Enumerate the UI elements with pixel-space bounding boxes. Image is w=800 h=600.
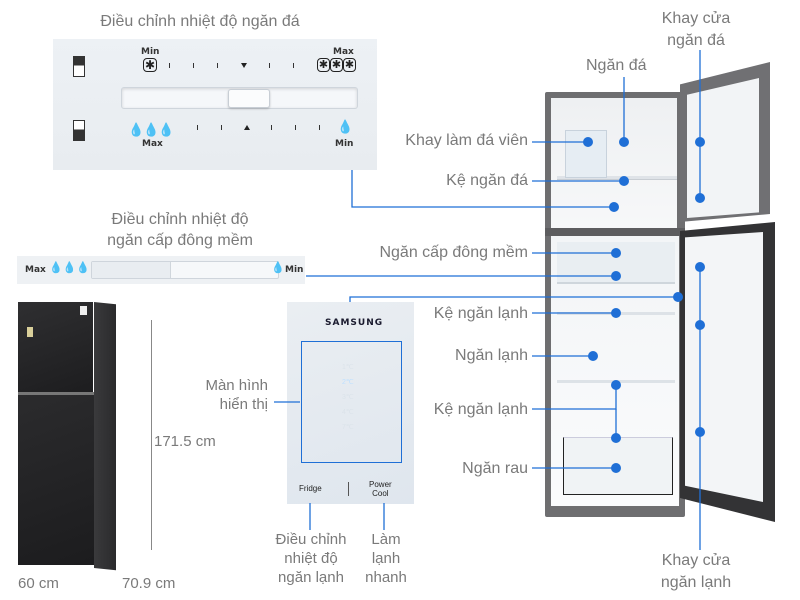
fridge-side — [94, 302, 116, 571]
soft-freeze-title-line2: ngăn cấp đông mềm — [107, 232, 253, 249]
water-drop-triple-icon: 💧💧💧 — [128, 122, 175, 137]
fridge-door-tray-line1: Khay cửa — [661, 552, 731, 569]
soft-freeze-min-label: Min — [285, 265, 304, 275]
freezer-door-tray-line2: ngăn đá — [667, 32, 725, 49]
fridge-max-label: Max — [142, 139, 163, 149]
fridge-exterior-image — [18, 302, 116, 576]
button-divider — [348, 482, 349, 496]
soft-freeze-title: Điều chỉnh nhiệt độ ngăn cấp đông mềm — [60, 209, 300, 251]
fridge-button[interactable]: Fridge — [299, 484, 322, 493]
freezer-shelf — [557, 176, 677, 180]
callout-crisper: Ngăn rau — [462, 460, 528, 477]
temp-2: 2℃ — [342, 379, 354, 386]
water-drop-icon: 💧 — [271, 262, 285, 274]
energy-label — [27, 327, 33, 337]
callout-freezer-shelf: Kệ ngăn đá — [446, 172, 528, 189]
fridge-shelf-1 — [557, 312, 675, 315]
water-drop-triple-icon: 💧💧💧 — [49, 262, 91, 274]
callout-freezer: Ngăn đá — [586, 57, 647, 74]
freezer-min-label: Min — [141, 47, 160, 57]
callout-fridge: Ngăn lạnh — [455, 347, 528, 364]
freezer-top-indicator-icon — [73, 56, 85, 77]
callout-ice-tray: Khay làm đá viên — [405, 132, 528, 149]
soft-freeze-max-label: Max — [25, 265, 46, 275]
power-cool-line2: Cool — [372, 489, 389, 498]
top-tick-marks — [169, 63, 309, 69]
soft-freeze-title-line1: Điều chỉnh nhiệt độ — [111, 211, 249, 228]
temp-1: 1℃ — [342, 364, 354, 371]
fridge-door-liner — [685, 232, 763, 502]
temp-readout-list: 1℃ 2℃ 3℃ 4℃ 7℃ — [342, 360, 354, 435]
power-cool-label: Làm lạnh nhanh — [358, 530, 414, 587]
freezer-slider-track[interactable] — [121, 87, 358, 109]
callout-fridge-shelf-1: Kệ ngăn lạnh — [433, 305, 528, 322]
bottom-tick-marks — [197, 125, 327, 131]
cabinet-divider — [545, 228, 685, 236]
soft-freeze-panel: Max 💧💧💧 💧 Min — [17, 256, 305, 284]
fridge-door-tray-line2: ngăn lạnh — [660, 574, 732, 591]
callout-fridge-shelf-2: Kệ ngăn lạnh — [433, 401, 528, 418]
freezer-door-liner — [687, 78, 759, 218]
cool-label-line3: nhanh — [365, 569, 407, 586]
fridge-label-line2: nhiệt độ — [284, 550, 338, 567]
power-cool-button[interactable]: Power Cool — [369, 480, 392, 498]
callout-soft-freeze: Ngăn cấp đông mềm — [379, 244, 528, 261]
soft-freeze-slider-handle[interactable] — [92, 262, 171, 278]
fridge-label-line1: Điều chỉnh — [275, 531, 347, 548]
fridge-label-line3: ngăn lạnh — [278, 569, 344, 586]
snowflake-icon: ✱ — [143, 58, 157, 72]
width-dimension: 60 cm — [18, 575, 59, 592]
temp-5: 7℃ — [342, 424, 354, 431]
fridge-bottom-indicator-icon — [73, 120, 85, 141]
water-drop-icon: 💧 — [337, 119, 354, 134]
temp-4: 4℃ — [342, 409, 354, 416]
samsung-logo: SAMSUNG — [325, 318, 384, 328]
freezer-door — [18, 302, 93, 392]
callout-freezer-door-tray: Khay cửa ngăn đá — [650, 8, 742, 52]
freezer-control-panel: Min ✱ Max ✱✱✱ 💧💧💧 Max 💧 Min — [53, 39, 377, 170]
cool-label-line1: Làm — [371, 531, 401, 548]
ice-tray — [565, 130, 607, 178]
temp-3: 3℃ — [342, 394, 354, 401]
qr-label — [80, 306, 87, 315]
freezer-door-tray-line1: Khay cửa — [661, 10, 731, 27]
snowflake-triple-icon: ✱✱✱ — [317, 58, 356, 72]
freezer-max-label: Max — [333, 47, 354, 57]
power-cool-line1: Power — [369, 480, 392, 489]
display-panel: SAMSUNG 1℃ 2℃ 3℃ 4℃ 7℃ Fridge Power Cool — [287, 302, 414, 504]
freezer-slider-handle[interactable] — [228, 89, 270, 108]
door-divider — [18, 392, 98, 395]
callout-fridge-door-tray: Khay cửa ngăn lạnh — [650, 550, 742, 594]
crisper-drawer — [563, 437, 673, 495]
display-label-line1: Màn hình — [205, 377, 268, 394]
fridge-shelf-2 — [557, 380, 675, 383]
depth-dimension: 70.9 cm — [122, 575, 176, 592]
height-dimension-arrow — [151, 320, 152, 550]
soft-freeze-drawer — [557, 242, 675, 284]
display-screen-label: Màn hình hiển thị — [180, 376, 268, 414]
height-dimension: 171.5 cm — [154, 433, 216, 450]
fridge-door — [18, 395, 94, 565]
cool-label-line2: lạnh — [371, 550, 401, 567]
display-label-line2: hiển thị — [219, 396, 268, 413]
fridge-min-label: Min — [335, 139, 354, 149]
fridge-temp-control-label: Điều chỉnh nhiệt độ ngăn lạnh — [266, 530, 356, 587]
soft-freeze-slider[interactable] — [91, 261, 279, 279]
freezer-control-title: Điều chỉnh nhiệt độ ngăn đá — [100, 13, 300, 30]
display-screen: 1℃ 2℃ 3℃ 4℃ 7℃ — [301, 341, 402, 463]
open-fridge-image — [545, 62, 775, 522]
